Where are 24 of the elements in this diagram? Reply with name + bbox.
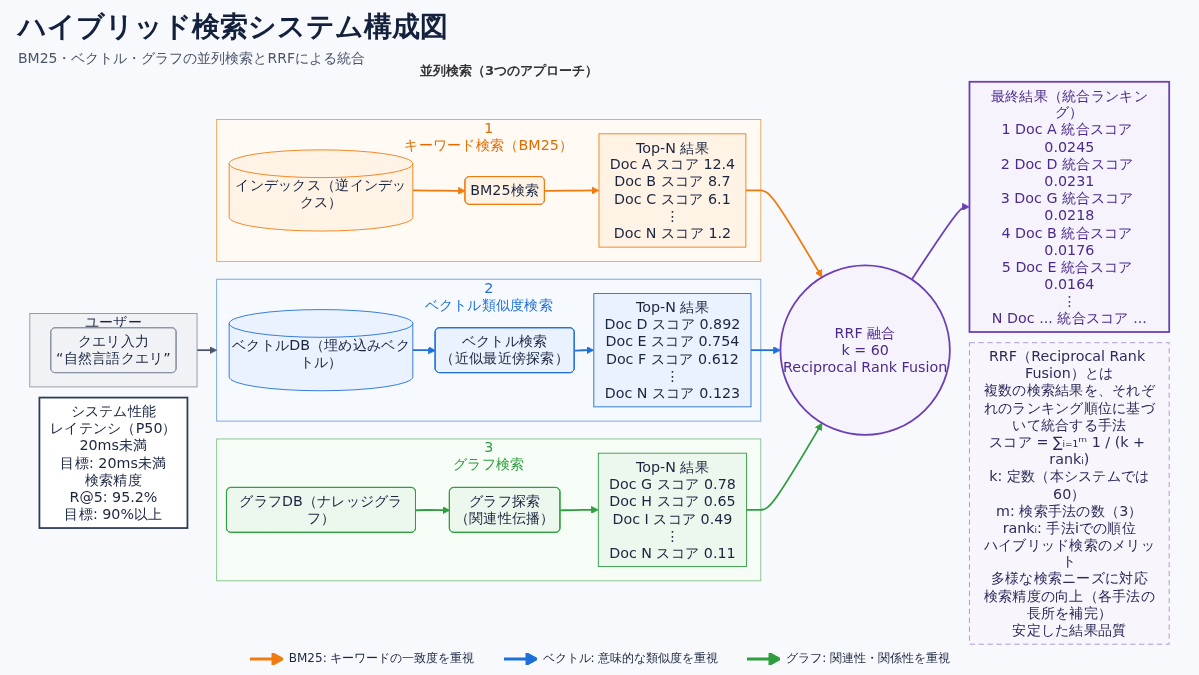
node-box: Top-N 結果 Doc D スコア 0.892 Doc E スコア 0.754 Doc F スコア 0.612 ⋮ Doc N スコア 0.123	[593, 293, 752, 408]
arrow	[415, 506, 451, 515]
arrow	[411, 186, 466, 195]
arrow	[543, 186, 600, 195]
subtitle: BM25・ベクトル・グラフの並列検索とRRFによる統合	[18, 50, 365, 68]
legend-text: グラフ: 関連性・関係性を重視	[786, 650, 951, 667]
arrow	[196, 346, 217, 355]
bracket-label: 並列検索（3つのアプローチ）	[420, 62, 599, 80]
arrow	[744, 189, 823, 278]
arrow	[745, 422, 823, 511]
node-box: RRF（Reciprocal Rank Fusion）とは 複数の検索結果を、それぞれのランキング順位に基づいて統合する手法 スコア = ∑ᵢ₌₁ᵐ 1 / (k + rankᵢ) k: 定数（本システムでは60） m: 検索手法の数（3） rankᵢ: 手法iでの順位 ハイブリッド検索のメリット 多様な検索ニーズに対応 検索精度の向上（各手法の長所を補完） 安定した結果品質	[969, 342, 1170, 645]
legend-text: ベクトル: 意味的な類似度を重視	[542, 650, 719, 667]
node-circle: RRF 融合 k = 60 Reciprocal Rank Fusion	[779, 264, 951, 436]
arrow	[750, 346, 781, 355]
node-box: システム性能 レイテンシ（P50） 20ms未満 目標: 20ms未満 検索精度 R@5: 95.2% 目標: 90%以上	[38, 396, 189, 529]
arrow	[910, 202, 970, 281]
arrow	[411, 346, 436, 355]
node-box: Top-N 結果 Doc G スコア 0.78 Doc H スコア 0.65 Doc I スコア 0.49 ⋮ Doc N スコア 0.11	[597, 452, 747, 567]
node-box: Top-N 結果 Doc A スコア 12.4 Doc B スコア 8.7 Doc C スコア 6.1 ⋮ Doc N スコア 1.2	[598, 133, 747, 248]
arrow	[559, 505, 599, 514]
legend-text: BM25: キーワードの一致度を重視	[288, 650, 475, 667]
arrow	[573, 346, 595, 355]
node-box: 最終結果（統合ランキング） 1 Doc A 統合スコア 0.0245 2 Doc D 統合スコア 0.0231 3 Doc G 統合スコア 0.0218 4 Doc B 統合スコア 0.0176 5 Doc E 統合スコア 0.0164 ⋮ N Doc ... 統合スコア ...	[968, 80, 1171, 333]
title: ハイブリッド検索システム構成図	[18, 9, 448, 45]
